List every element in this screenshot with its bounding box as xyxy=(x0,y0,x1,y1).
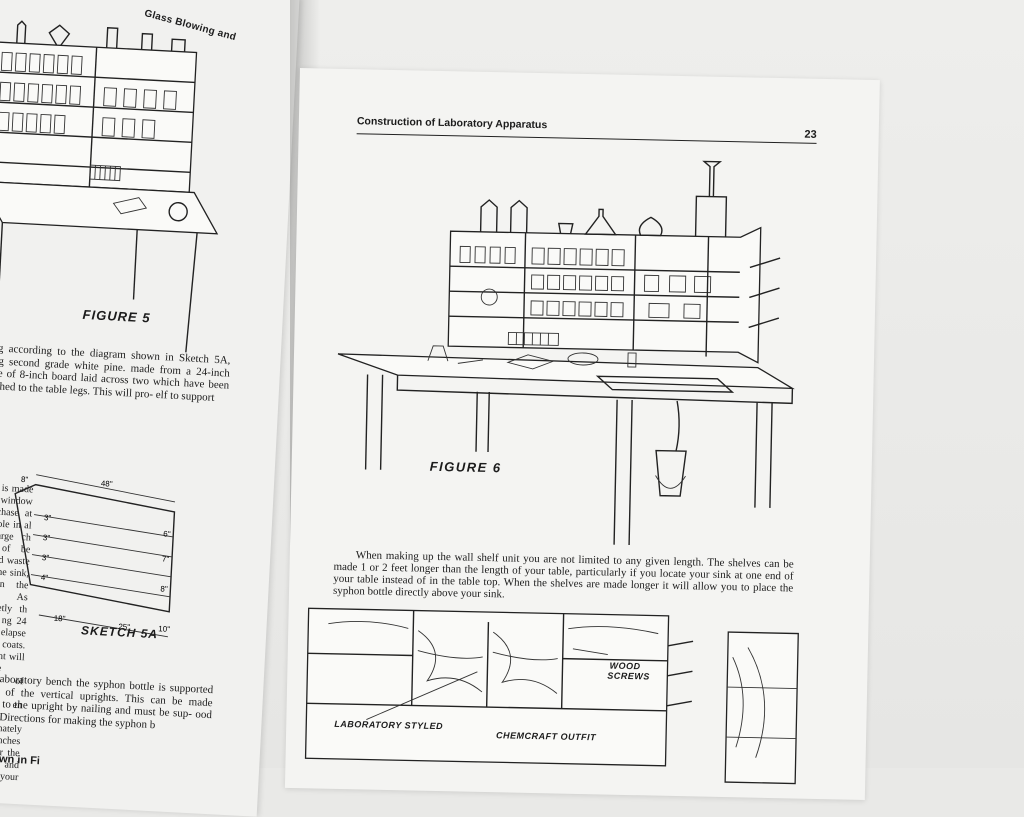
sketch-dimension-label: 3" xyxy=(42,553,50,562)
sketch-dimension-label: 8" xyxy=(160,584,168,593)
cabinet-diagram xyxy=(305,608,869,800)
sketch-dimension-label: 3" xyxy=(44,513,52,522)
figure-6-illustration xyxy=(334,149,812,559)
sketch-5a-caption: SKETCH 5A xyxy=(81,623,159,641)
right-page: Construction of Laboratory Apparatus 23 xyxy=(285,68,880,800)
sketch-dimension-label: 10" xyxy=(158,624,170,634)
left-text-block: ype of laboratory bench the syphon bottl… xyxy=(0,671,213,734)
wood-screws-label-1: WOOD xyxy=(609,661,640,672)
sketch-dimension-label: 48" xyxy=(101,479,113,489)
figure-5-illustration xyxy=(0,12,248,355)
right-body-paragraph: When making up the wall shelf unit you a… xyxy=(333,549,794,607)
sketch-dimension-label: 6" xyxy=(163,529,171,538)
wood-screws-label-2: SCREWS xyxy=(607,671,650,682)
sketch-dimension-label: 8" xyxy=(21,475,29,484)
right-running-header: Construction of Laboratory Apparatus 23 xyxy=(357,115,817,144)
chemcraft-outfit-label: CHEMCRAFT OUTFIT xyxy=(496,730,596,742)
left-paragraph-bottom: ype of laboratory bench the syphon bottl… xyxy=(0,671,213,734)
left-page: Glass Blowing and xyxy=(0,0,300,817)
sketch-5a-drawing: 8"48"3"3"3"4"6"7"8"18"25"10" xyxy=(8,474,186,643)
page-number: 23 xyxy=(804,129,816,141)
chapter-title: Construction of Laboratory Apparatus xyxy=(357,115,548,131)
sketch-dimension-label: 4" xyxy=(41,573,49,582)
left-section-heading: ble Shown in Fi xyxy=(0,751,40,767)
sketch-dimension-label: 7" xyxy=(162,554,170,563)
figure-6-caption: FIGURE 6 xyxy=(430,459,502,476)
sketch-dimension-label: 3" xyxy=(43,533,51,542)
sketch-dimension-label: 18" xyxy=(53,614,65,624)
body-text: When making up the wall shelf unit you a… xyxy=(333,549,794,607)
